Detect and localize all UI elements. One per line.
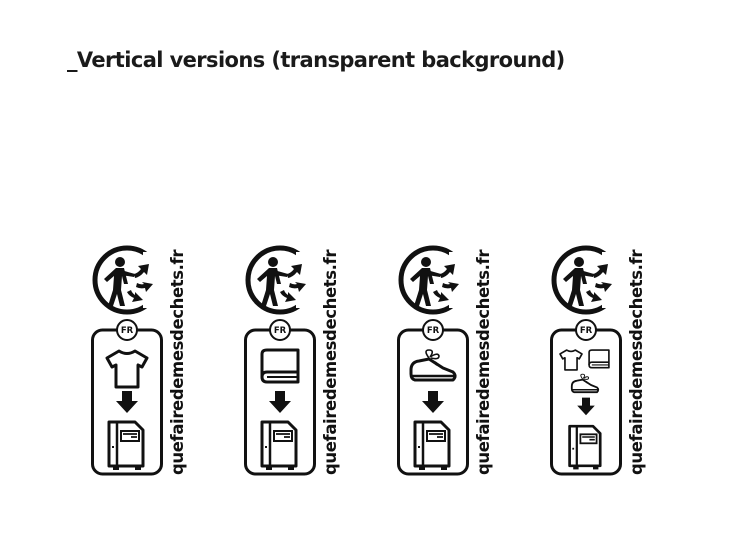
triman-logo-linen: FR quefairedemesdechets.fr [244, 244, 344, 479]
logo-pictogram: FR [91, 244, 165, 476]
country-badge-label: FR [274, 326, 287, 336]
triman-logo-combined: FR quefairedemesdechets.fr [550, 244, 650, 479]
website-label: quefairedemesdechets.fr [474, 245, 493, 475]
triman-person-recycling-icon [95, 248, 165, 312]
collection-bin-icon [413, 420, 451, 472]
website-text: quefairedemesdechets.fr [321, 249, 340, 475]
country-badge-label: FR [427, 326, 440, 336]
triman-logo-shoe: FR quefairedemesdechets.fr [397, 244, 497, 479]
website-text: quefairedemesdechets.fr [627, 249, 646, 475]
collection-bin-icon [568, 424, 602, 471]
logo-pictogram: FR [244, 244, 318, 476]
country-badge: FR [269, 319, 291, 341]
country-badge-label: FR [580, 326, 593, 336]
country-badge: FR [116, 319, 138, 341]
triman-person-recycling-icon [554, 248, 624, 312]
collection-bin-icon [260, 420, 298, 472]
country-badge: FR [422, 319, 444, 341]
logo-pictogram: FR [397, 244, 471, 476]
website-label: quefairedemesdechets.fr [321, 245, 340, 475]
country-badge-label: FR [121, 326, 134, 336]
household-linen-icon [260, 348, 300, 384]
triman-logo-tshirt: FR quefairedemesdechets.fr [91, 244, 191, 479]
household-linen-icon [588, 349, 610, 369]
triman-person-recycling-icon [401, 248, 471, 312]
triman-person-recycling-icon [248, 248, 318, 312]
website-text: quefairedemesdechets.fr [168, 249, 187, 475]
logo-pictogram: FR [550, 244, 624, 476]
page-title: _Vertical versions (transparent backgrou… [67, 48, 565, 72]
website-label: quefairedemesdechets.fr [168, 245, 187, 475]
website-label: quefairedemesdechets.fr [627, 245, 646, 475]
country-badge: FR [575, 319, 597, 341]
website-text: quefairedemesdechets.fr [474, 249, 493, 475]
collection-bin-icon [107, 420, 145, 472]
